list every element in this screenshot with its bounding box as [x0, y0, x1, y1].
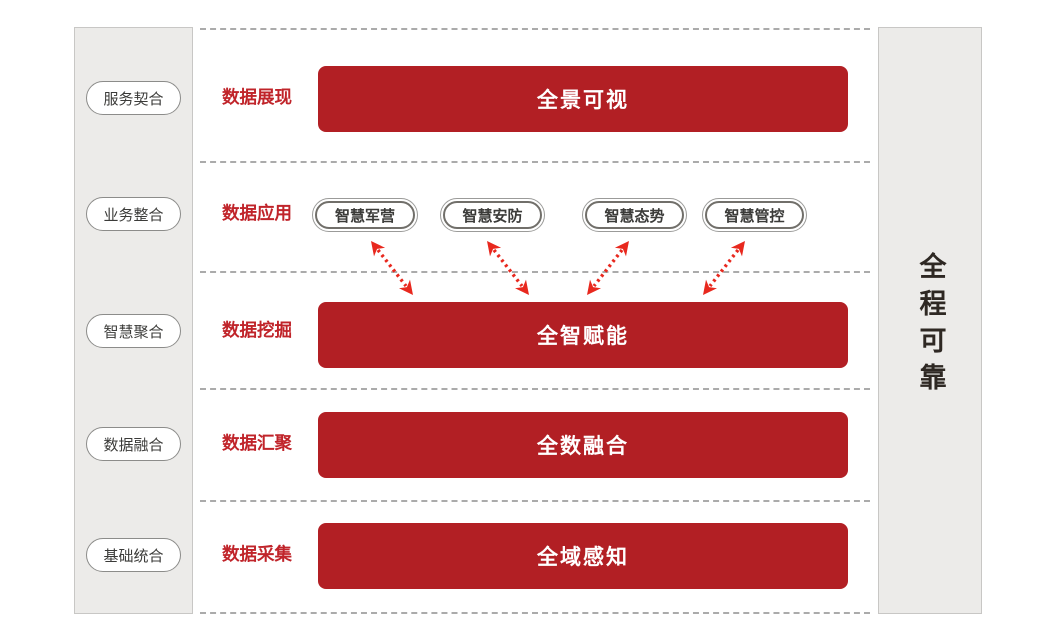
category-label-data-collection: 数据采集: [222, 544, 292, 564]
capability-pill-business-integration: 业务整合: [86, 197, 181, 231]
bar-label: 全域感知: [537, 546, 629, 569]
right-assurance-panel: 全程可靠: [878, 27, 982, 614]
bar-full-domain-sensing: 全域感知: [318, 523, 848, 589]
bidirectional-arrow-icon: [587, 241, 629, 295]
row-separator: [200, 388, 870, 390]
app-pill-label: 智慧军营: [315, 201, 415, 229]
bidirectional-arrow-icon: [487, 241, 529, 295]
capability-pill-label: 数据融合: [103, 436, 164, 454]
app-pill-label: 智慧安防: [443, 201, 542, 229]
bar-label: 全智赋能: [537, 325, 629, 348]
bar-panoramic-visualization: 全景可视: [318, 66, 848, 132]
capability-pill-label: 基础统合: [103, 547, 164, 565]
app-pill-smart-control: 智慧管控: [702, 198, 807, 232]
bar-full-data-fusion: 全数融合: [318, 412, 848, 478]
bar-label: 全景可视: [537, 89, 629, 112]
bidirectional-arrow-icon: [703, 241, 745, 295]
category-label-data-application: 数据应用: [222, 203, 292, 223]
capability-pill-label: 业务整合: [103, 206, 164, 224]
row-separator: [200, 161, 870, 163]
row-separator: [200, 271, 870, 273]
bar-label: 全数融合: [537, 435, 629, 458]
capability-pill-intelligence-aggregation: 智慧聚合: [86, 314, 181, 348]
capability-pill-data-fusion: 数据融合: [86, 427, 181, 461]
bidirectional-arrow-icon: [371, 241, 413, 295]
capability-pill-service-fit: 服务契合: [86, 81, 181, 115]
bar-full-intelligence-empowerment: 全智赋能: [318, 302, 848, 368]
app-pill-smart-security: 智慧安防: [440, 198, 545, 232]
row-separator: [200, 28, 870, 30]
capability-pill-label: 服务契合: [103, 90, 164, 108]
row-separator: [200, 500, 870, 502]
capability-pill-basic-unification: 基础统合: [86, 538, 181, 572]
app-pill-label: 智慧管控: [705, 201, 804, 229]
row-separator: [200, 612, 870, 614]
app-pill-label: 智慧态势: [585, 201, 684, 229]
app-pill-smart-barracks: 智慧军营: [312, 198, 418, 232]
app-pill-smart-situation: 智慧态势: [582, 198, 687, 232]
category-label-data-convergence: 数据汇聚: [222, 433, 292, 453]
capability-pill-label: 智慧聚合: [103, 323, 164, 341]
category-label-data-presentation: 数据展现: [222, 87, 292, 107]
category-label-data-mining: 数据挖掘: [222, 320, 292, 340]
left-capability-panel: 服务契合 业务整合 智慧聚合 数据融合 基础统合: [74, 27, 193, 614]
assurance-vertical-label: 全程可靠: [915, 251, 946, 400]
